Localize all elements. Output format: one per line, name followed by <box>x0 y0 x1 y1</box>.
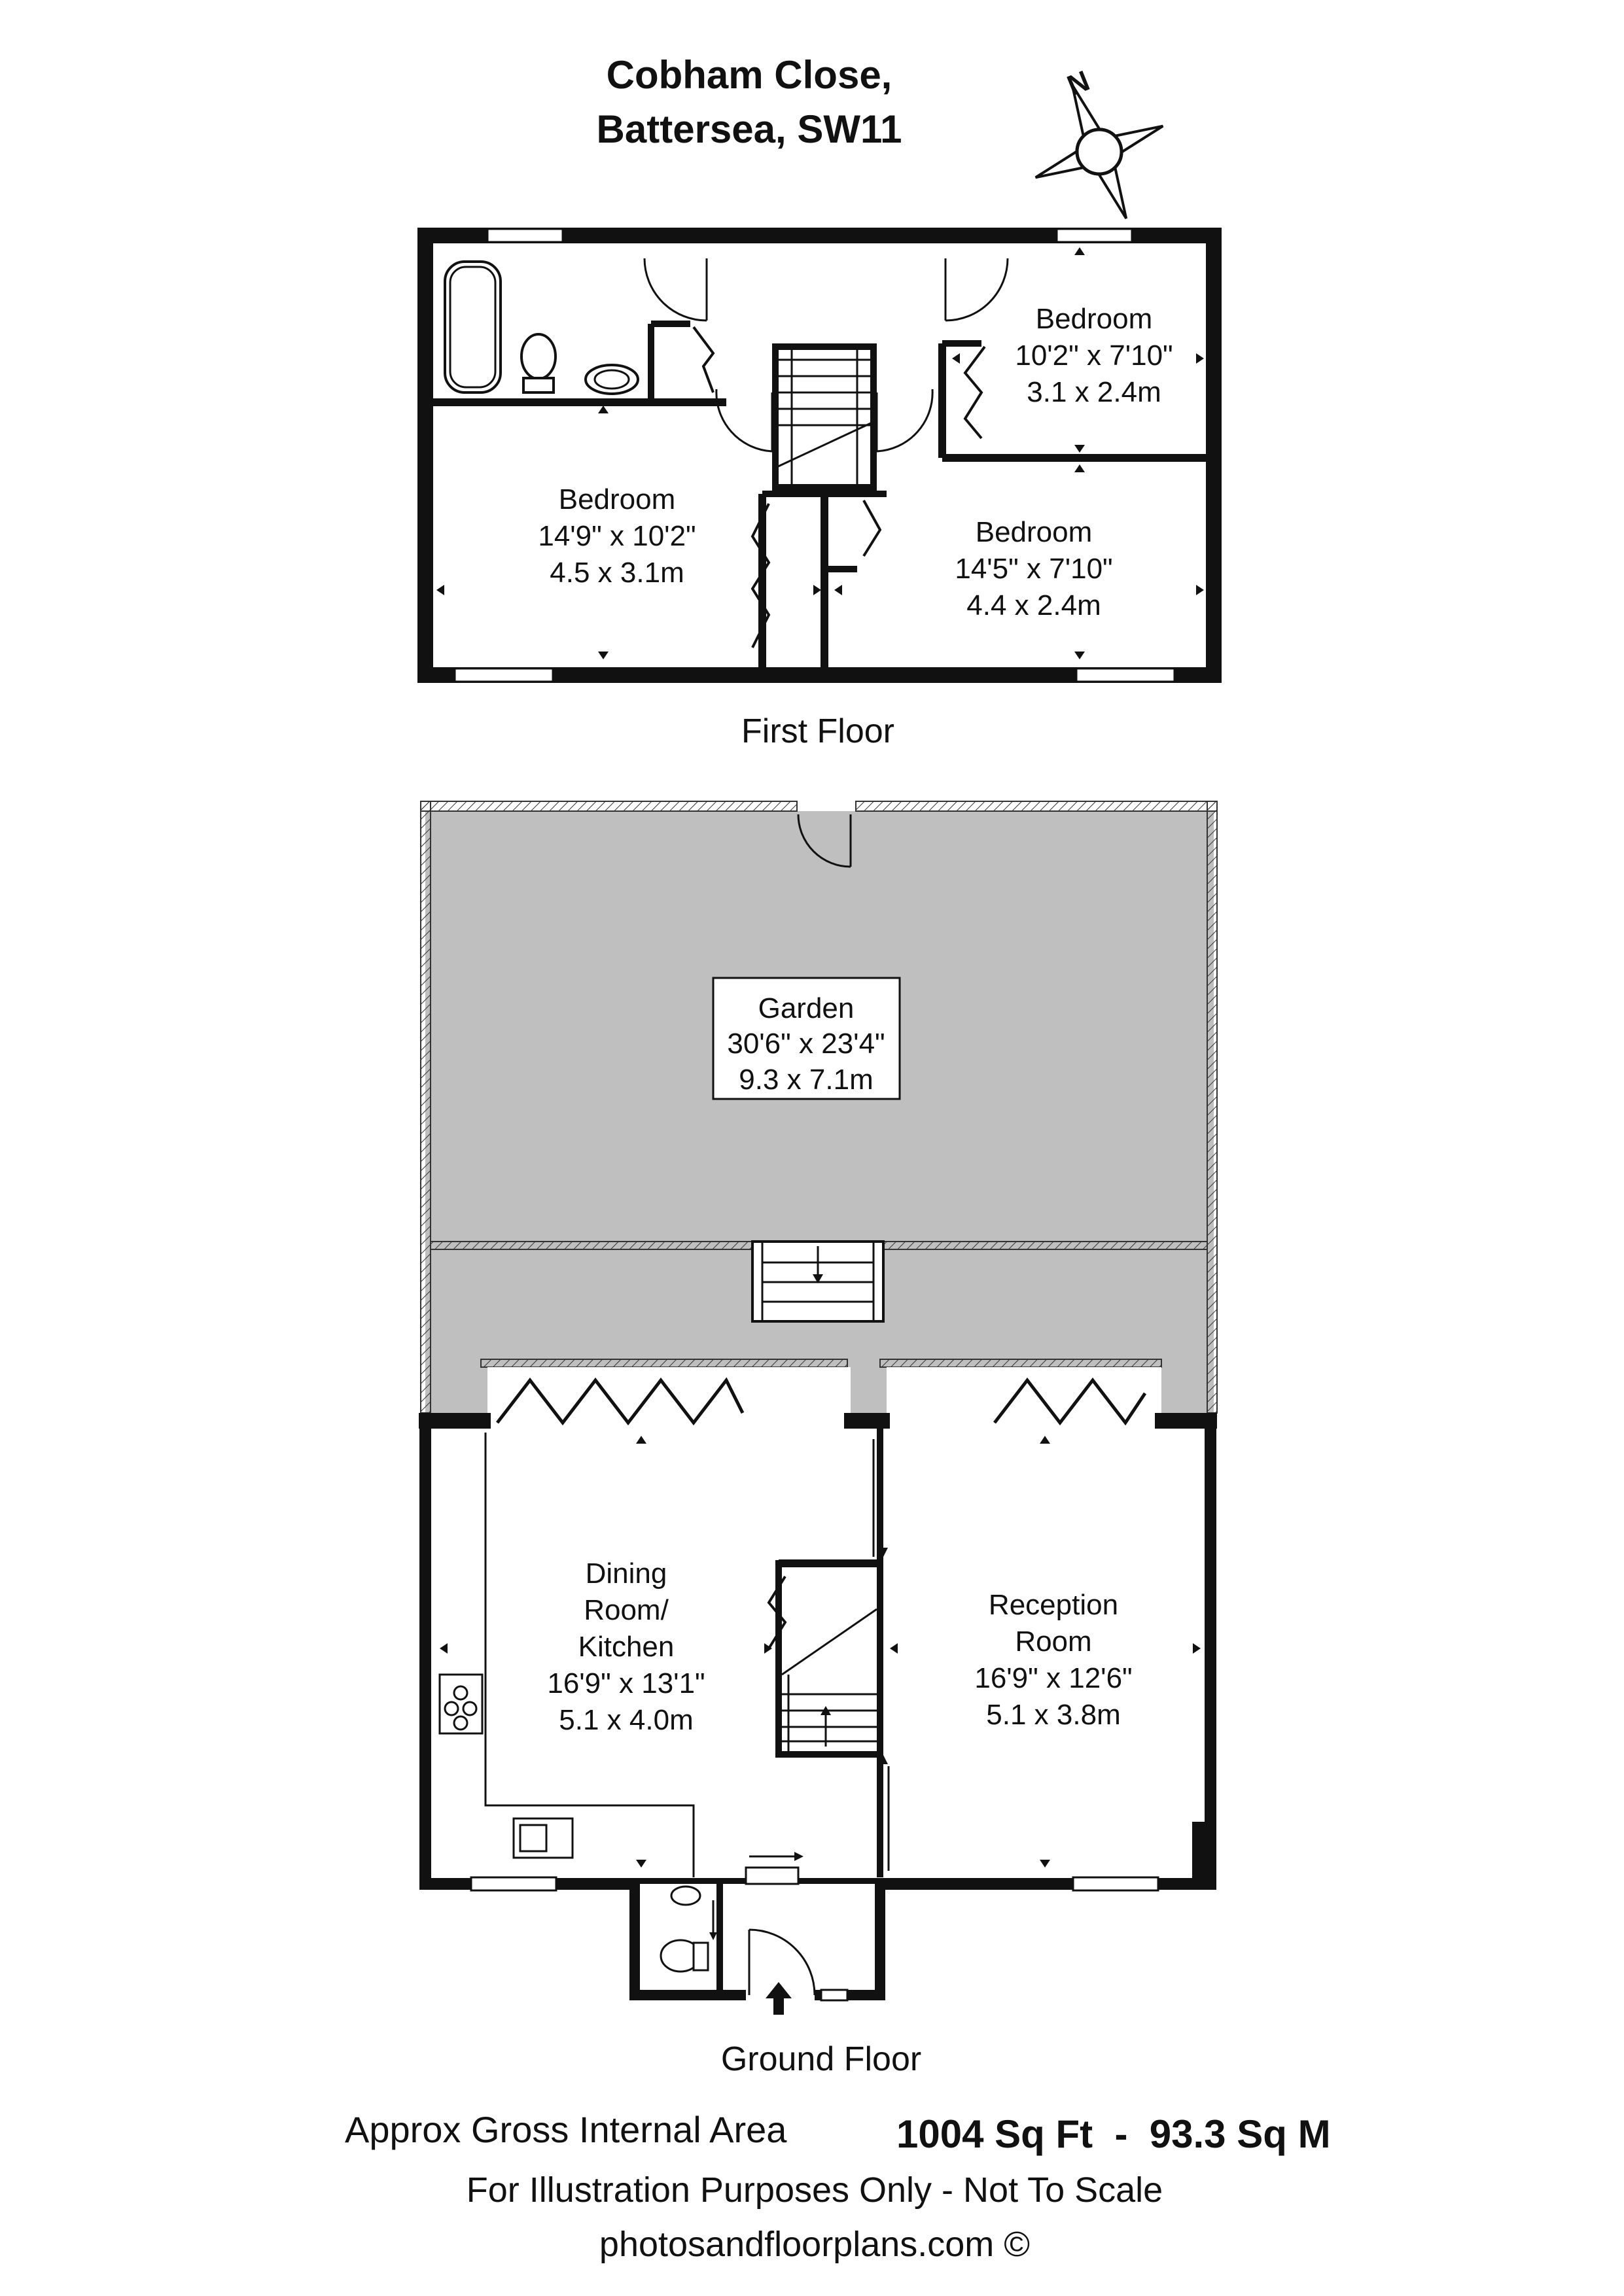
first-floor-label: First Floor <box>741 712 894 750</box>
dining-name-1: Dining <box>586 1557 667 1590</box>
bedroom-right-metric: 4.4 x 2.4m <box>966 589 1101 621</box>
dining-metric: 5.1 x 4.0m <box>559 1704 693 1736</box>
area-value: 1004 Sq Ft - 93.3 Sq M <box>896 2112 1331 2156</box>
area-label: Approx Gross Internal Area <box>345 2109 787 2150</box>
address-line-1: Cobham Close, <box>607 53 892 97</box>
reception-name-2: Room <box>1015 1626 1091 1658</box>
ground-floor-plan: Garden 30'6" x 23'4" 9.3 x 7.1m <box>419 801 1218 2078</box>
bedroom-small-name: Bedroom <box>1036 303 1153 335</box>
dining-imperial: 16'9" x 13'1" <box>547 1667 705 1699</box>
dining-name-2: Room/ <box>584 1594 669 1626</box>
bedroom-small-imperial: 10'2" x 7'10" <box>1015 339 1173 372</box>
reception-imperial: 16'9" x 12'6" <box>974 1662 1132 1694</box>
bedroom-left-name: Bedroom <box>559 483 676 515</box>
first-floor-plan: Bedroom 10'2" x 7'10" 3.1 x 2.4m Bedroom… <box>417 228 1222 750</box>
bedroom-right-name: Bedroom <box>976 516 1093 548</box>
bedroom-left-metric: 4.5 x 3.1m <box>550 557 684 589</box>
reception-name-1: Reception <box>989 1589 1118 1621</box>
garden-name: Garden <box>758 992 855 1024</box>
compass-icon: N <box>1034 65 1164 220</box>
reception-metric: 5.1 x 3.8m <box>986 1699 1120 1731</box>
ground-floor-label: Ground Floor <box>721 2040 921 2078</box>
garden-metric: 9.3 x 7.1m <box>739 1064 873 1096</box>
bedroom-small-metric: 3.1 x 2.4m <box>1027 376 1161 408</box>
bedroom-left-imperial: 14'9" x 10'2" <box>538 520 696 552</box>
compass-north-label: N <box>1063 65 1094 102</box>
credit: photosandfloorplans.com © <box>599 2225 1030 2264</box>
address-line-2: Battersea, SW11 <box>597 107 902 151</box>
disclaimer: For Illustration Purposes Only - Not To … <box>467 2170 1163 2210</box>
bedroom-right-imperial: 14'5" x 7'10" <box>955 553 1112 585</box>
dining-name-3: Kitchen <box>578 1631 675 1663</box>
garden-imperial: 30'6" x 23'4" <box>727 1028 885 1060</box>
